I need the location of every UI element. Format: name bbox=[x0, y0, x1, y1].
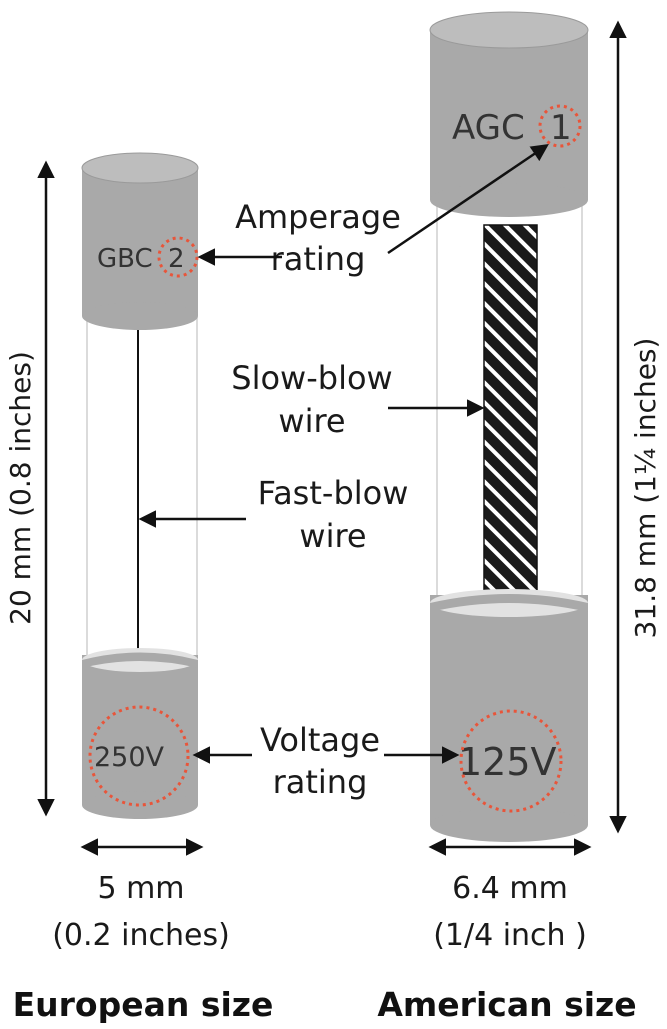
american-top-cap bbox=[429, 11, 589, 217]
american-diameter-line1: 6.4 mm bbox=[452, 871, 568, 906]
amperage-label-line2: rating bbox=[271, 240, 366, 278]
american-diameter-line2: (1/4 inch ) bbox=[433, 918, 587, 953]
american-fuse: AGC 1 125V bbox=[429, 11, 589, 842]
voltage-label-line1: Voltage bbox=[260, 721, 380, 759]
european-amperage-highlight bbox=[157, 236, 199, 278]
american-marking-code: AGC bbox=[452, 108, 525, 148]
european-diameter-line1: 5 mm bbox=[97, 871, 184, 906]
european-diameter-line2: (0.2 inches) bbox=[52, 918, 230, 953]
american-voltage-highlight bbox=[459, 709, 563, 813]
european-voltage-marking: 250V bbox=[94, 742, 165, 773]
european-amperage-digit: 2 bbox=[168, 244, 185, 274]
american-diameter-dimension: 6.4 mm (1/4 inch ) bbox=[428, 838, 592, 953]
european-length-dimension: 20 mm (0.8 inches) bbox=[4, 160, 55, 817]
european-top-cap bbox=[81, 152, 199, 330]
fast-blow-label-line2: wire bbox=[299, 517, 366, 555]
voltage-callout: Voltage rating bbox=[192, 721, 460, 801]
slow-blow-wire bbox=[483, 224, 538, 656]
european-diameter-dimension: 5 mm (0.2 inches) bbox=[52, 838, 230, 953]
slow-blow-callout: Slow-blow wire bbox=[231, 359, 485, 440]
amperage-arrow-american bbox=[387, 144, 549, 255]
american-bottom-cap bbox=[430, 589, 588, 842]
slow-blow-label-line1: Slow-blow bbox=[231, 359, 392, 397]
american-length-label: 31.8 mm (1¼ inches) bbox=[629, 338, 662, 639]
european-fuse: GBC 2 250V bbox=[81, 152, 199, 819]
fast-blow-callout: Fast-blow wire bbox=[138, 474, 409, 555]
voltage-label-line2: rating bbox=[273, 763, 368, 801]
american-voltage-marking: 125V bbox=[458, 740, 557, 784]
european-marking-code: GBC bbox=[97, 244, 153, 274]
european-length-label: 20 mm (0.8 inches) bbox=[4, 351, 37, 625]
european-glass-tube bbox=[86, 294, 198, 706]
american-size-caption: American size bbox=[377, 985, 636, 1024]
amperage-callout: Amperage rating bbox=[197, 144, 549, 278]
american-amperage-digit: 1 bbox=[550, 108, 572, 148]
american-amperage-highlight bbox=[538, 104, 582, 148]
european-bottom-cap bbox=[82, 648, 198, 819]
amperage-label-line1: Amperage bbox=[235, 198, 401, 236]
european-voltage-highlight bbox=[88, 705, 190, 807]
slow-blow-label-line2: wire bbox=[278, 402, 345, 440]
fast-blow-label-line1: Fast-blow bbox=[258, 474, 409, 512]
american-length-dimension: 31.8 mm (1¼ inches) bbox=[609, 20, 662, 834]
european-size-caption: European size bbox=[13, 985, 274, 1024]
